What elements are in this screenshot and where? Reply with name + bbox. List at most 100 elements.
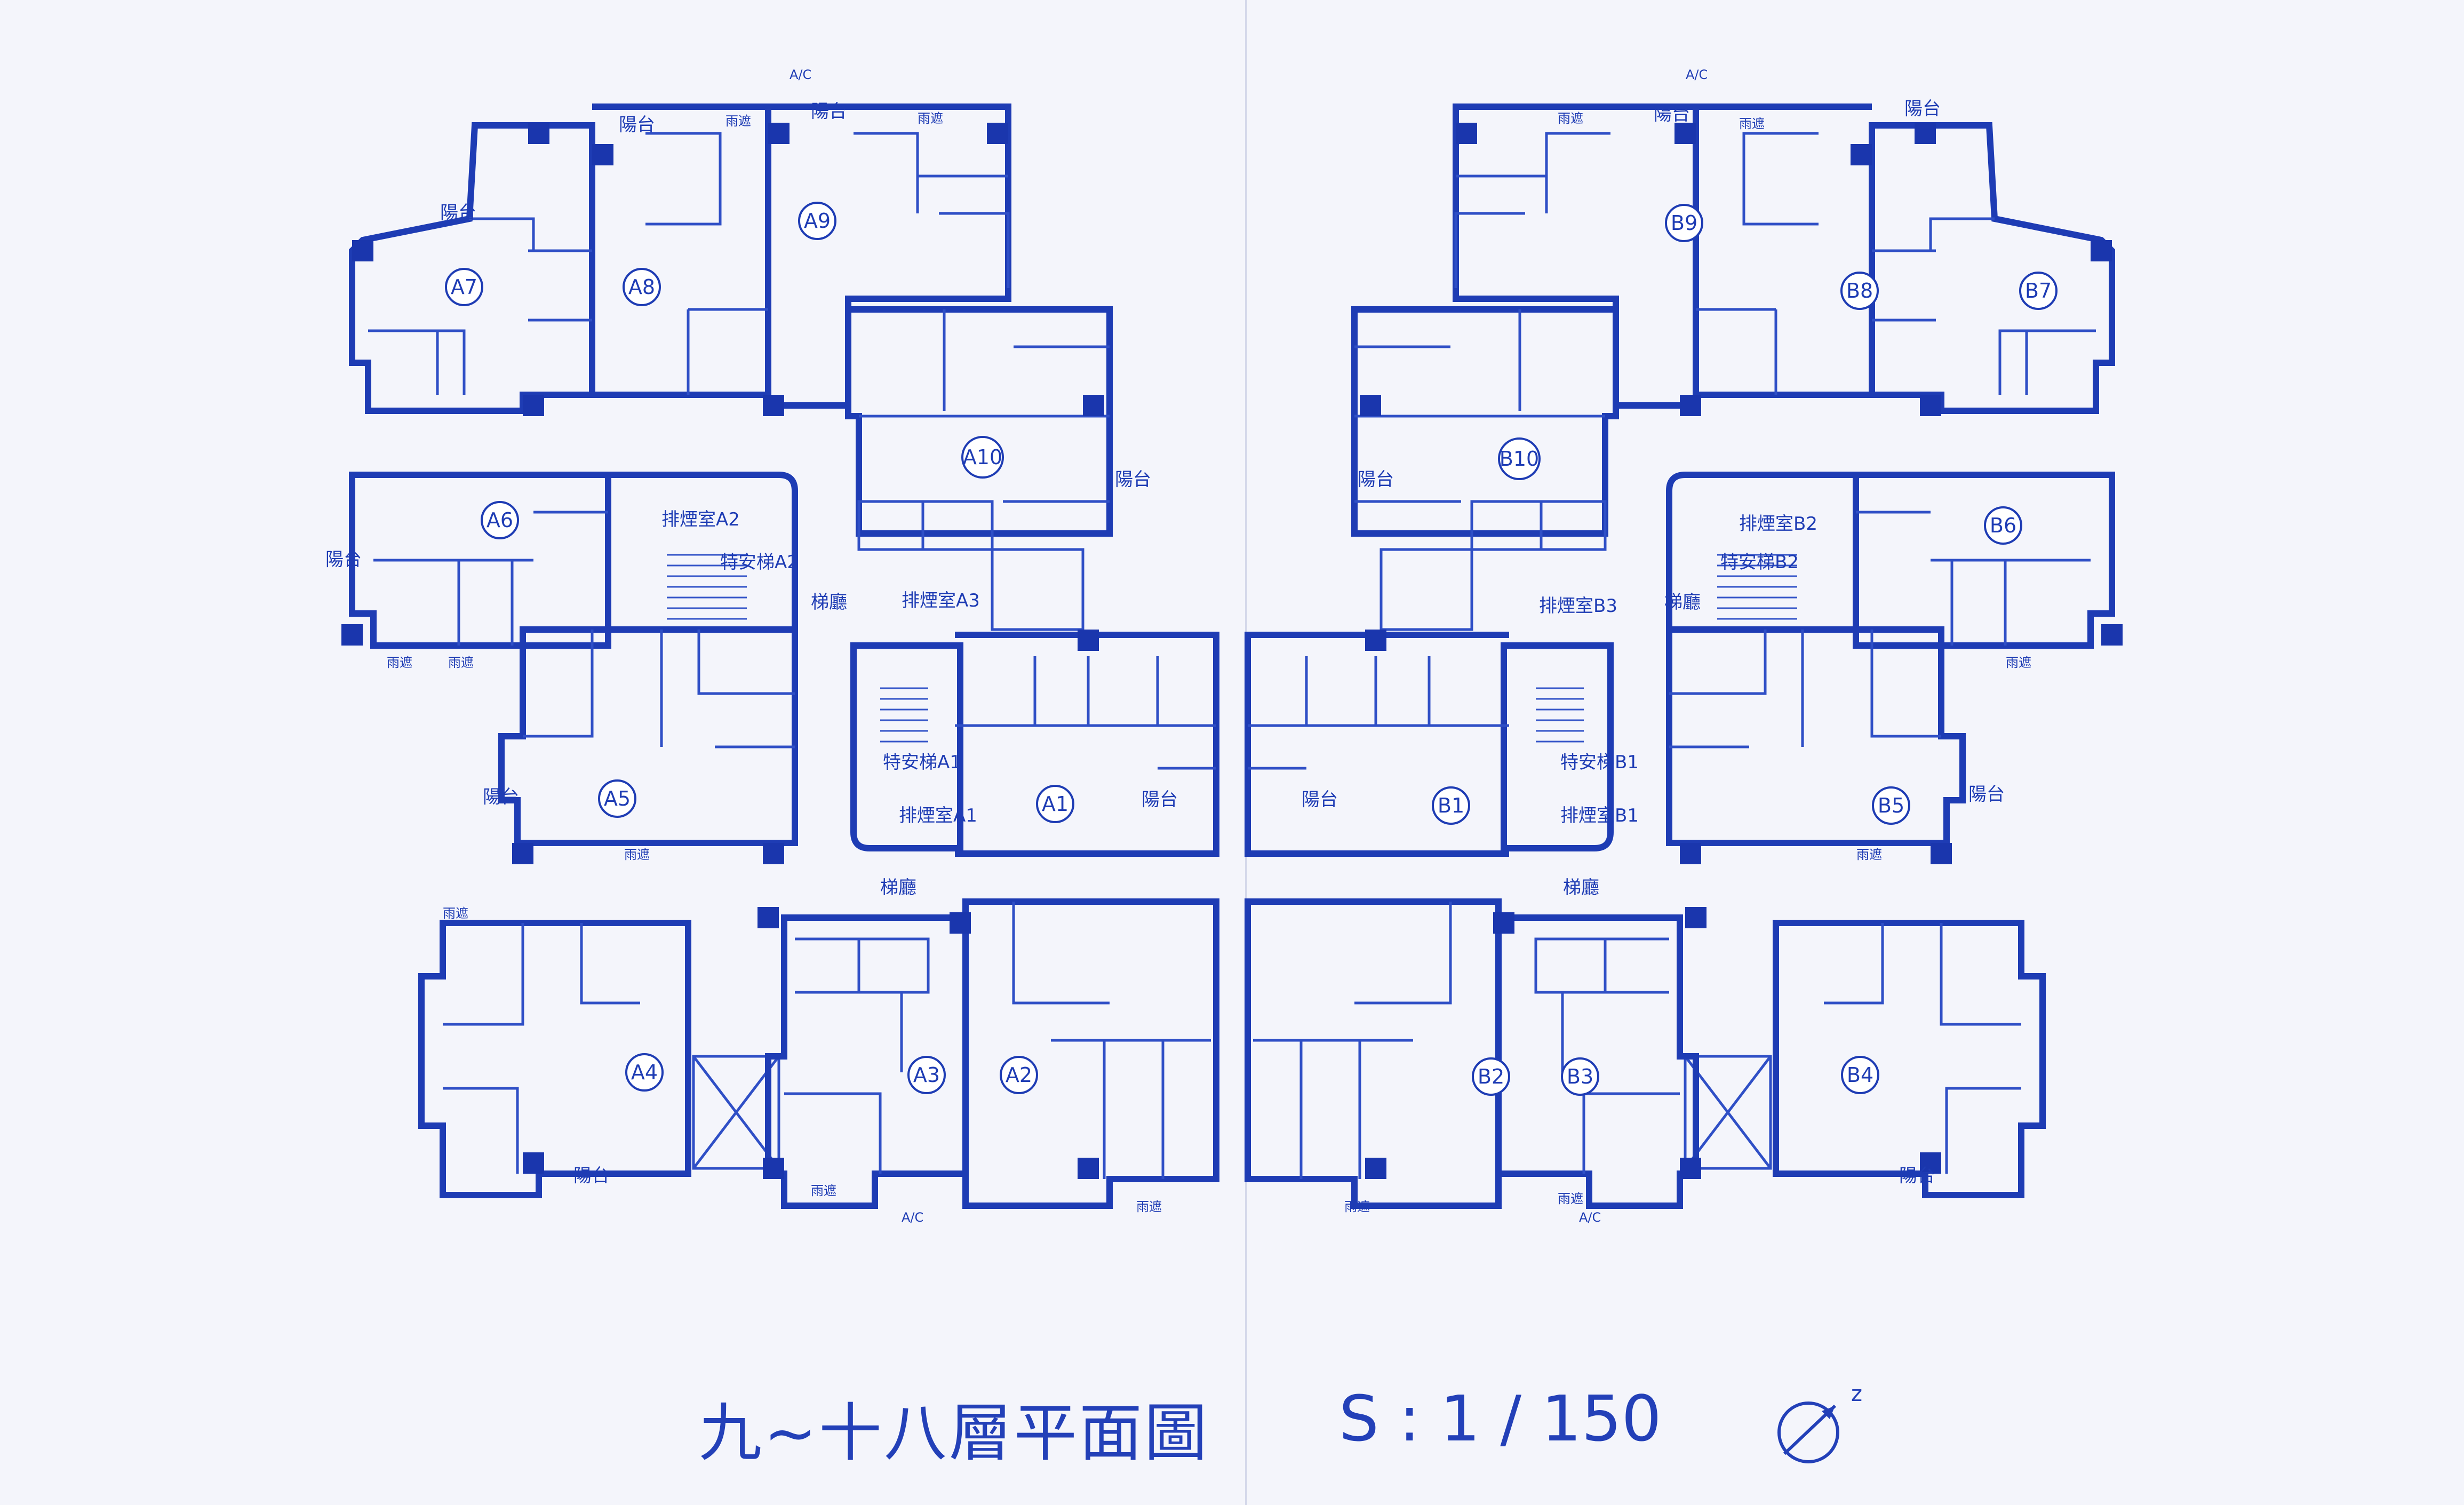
unit-label-b6: B6 [1990, 514, 2016, 537]
unit-b9-rooms [1454, 132, 1610, 288]
label-balcony-a6: 陽台 [325, 549, 362, 570]
stair-a1-treads [880, 687, 928, 743]
unit-a6-rooms [373, 511, 608, 646]
unit-b2-outline [1245, 898, 1502, 1209]
unit-b9-outline [1453, 103, 1696, 409]
label-balcony-b9: 陽台 [1654, 103, 1690, 125]
label-smoke-room-a1: 排煙室A1 [899, 805, 977, 826]
unit-label-b5: B5 [1878, 794, 1904, 817]
label-canopy-8: 雨遮 [1136, 1199, 1162, 1214]
label-canopy-5: 雨遮 [624, 847, 650, 862]
label-canopy-14: 雨遮 [1558, 1191, 1583, 1206]
label-balcony-b10: 陽台 [1358, 469, 1394, 490]
tower-a [341, 103, 1219, 1209]
unit-label-a10: A10 [963, 445, 1002, 469]
stair-b1-treads [1536, 687, 1584, 743]
unit-label-a3: A3 [913, 1063, 940, 1087]
label-balcony-a7: 陽台 [440, 202, 476, 224]
unit-marker-b1 [1432, 786, 1470, 825]
unit-a5-outline [498, 626, 798, 846]
unit-b2-rooms [1253, 902, 1452, 1179]
unit-marker-b9 [1665, 204, 1703, 242]
unit-b6-rooms [1856, 511, 2091, 646]
label-balcony-a8: 陽台 [619, 114, 655, 136]
label-canopy-2: 雨遮 [918, 111, 943, 126]
drawing-scale: S : 1 / 150 [1339, 1382, 1662, 1455]
unit-b1-rooms [1248, 656, 1509, 770]
label-balcony-a4: 陽台 [573, 1165, 610, 1187]
label-canopy-12: 雨遮 [1856, 847, 1882, 862]
columns-tower-a [341, 123, 1104, 1179]
label-balcony-a10: 陽台 [1115, 469, 1151, 490]
label-stair-b1: 特安梯B1 [1560, 752, 1639, 773]
unit-marker-b2 [1472, 1057, 1510, 1096]
unit-label-b4: B4 [1847, 1063, 1873, 1087]
unit-a10-rooms [859, 309, 1110, 503]
unit-b5-rooms [1669, 630, 1941, 748]
label-canopy-13: 雨遮 [1344, 1199, 1370, 1214]
label-stair-a2: 特安梯A2 [720, 552, 799, 573]
north-arrow-label: z [1851, 1382, 1862, 1406]
stair-b2-treads [1717, 554, 1797, 620]
unit-marker-a6 [481, 501, 519, 539]
unit-marker-a2 [1000, 1056, 1038, 1094]
unit-a9-outline [768, 103, 1011, 409]
unit-label-b1: B1 [1438, 794, 1464, 817]
stair-a2-outline [608, 472, 798, 633]
drawing-title: 九~十八層平面圖 [699, 1396, 1209, 1470]
label-canopy-11: 雨遮 [2006, 655, 2031, 670]
label-lobby-a-bottom: 梯廳 [880, 877, 916, 898]
label-lobby-b-bottom: 梯廳 [1563, 877, 1599, 898]
label-balcony-a5: 陽台 [483, 786, 519, 808]
unit-marker-a4 [625, 1053, 664, 1092]
unit-label-a8: A8 [628, 275, 655, 299]
unit-a10-outline [845, 306, 1113, 537]
unit-marker-b7 [2019, 272, 2058, 310]
label-canopy-7: 雨遮 [811, 1183, 836, 1198]
unit-marker-a10 [961, 436, 1004, 479]
unit-b7-rooms [1872, 217, 2096, 395]
unit-a7-outline [349, 122, 595, 414]
unit-marker-a7 [445, 268, 483, 306]
unit-b4-outline [1773, 920, 2046, 1198]
unit-label-b10: B10 [1500, 447, 1539, 471]
unit-marker-a3 [907, 1056, 946, 1094]
unit-a7-rooms [368, 217, 592, 395]
unit-b3-outline [1495, 914, 1699, 1209]
label-canopy-3: 雨遮 [387, 655, 412, 670]
label-balcony-b1: 陽台 [1302, 789, 1338, 810]
unit-a4-rooms [443, 923, 640, 1174]
unit-label-b7: B7 [2025, 279, 2052, 302]
label-smoke-room-a2: 排煙室A2 [661, 509, 740, 530]
unit-marker-a8 [623, 268, 661, 306]
unit-a9-rooms [854, 132, 1010, 288]
unit-label-a2: A2 [1006, 1063, 1032, 1087]
label-stair-b2: 特安梯B2 [1720, 552, 1799, 573]
label-canopy-6: 雨遮 [443, 906, 468, 921]
unit-b5-outline [1666, 626, 1966, 846]
stair-b1-outline [1501, 642, 1614, 851]
unit-b8-rooms [1696, 132, 1819, 395]
unit-a2-outline [962, 898, 1219, 1209]
label-balcony-b5: 陽台 [1968, 784, 2005, 805]
unit-label-a6: A6 [487, 508, 513, 532]
unit-b7-outline [1869, 122, 2115, 414]
label-smoke-room-b1: 排煙室B1 [1560, 805, 1639, 826]
unit-marker-a9 [798, 202, 836, 240]
room-labels: 陽台 陽台 陽台 陽台 陽台 陽台 陽台 陽台 陽台 陽台 陽台 陽台 陽台 陽… [325, 67, 2031, 1225]
label-balcony-a9: 陽台 [811, 101, 847, 122]
unit-marker-a1 [1036, 785, 1074, 823]
unit-marker-b4 [1841, 1056, 1879, 1094]
unit-marker-b3 [1561, 1057, 1599, 1096]
unit-a4-outline [418, 920, 691, 1198]
unit-b4-rooms [1824, 923, 2021, 1174]
unit-label-a4: A4 [631, 1061, 658, 1084]
unit-b3-rooms [1534, 937, 1680, 1174]
label-balcony-b4: 陽台 [1899, 1165, 1935, 1187]
unit-marker-b5 [1872, 786, 1910, 825]
tower-b [1245, 103, 2123, 1209]
north-arrow-icon [1777, 1402, 1839, 1463]
unit-a3-rooms [784, 937, 930, 1174]
stair-a1-outline [850, 642, 963, 851]
